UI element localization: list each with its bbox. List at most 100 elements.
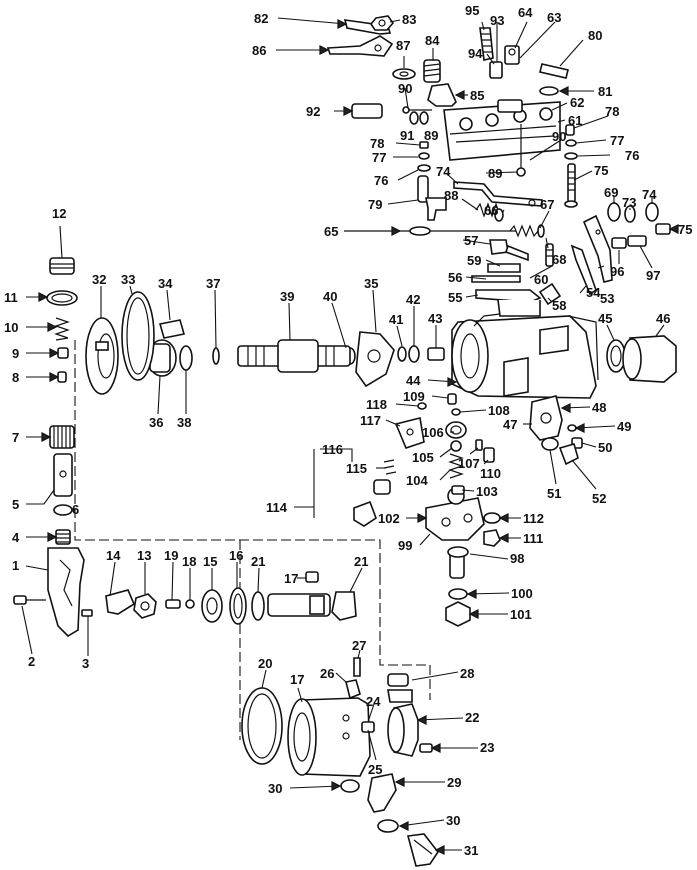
screw-23 bbox=[419, 743, 433, 753]
ball-18 bbox=[185, 599, 195, 609]
callout-18: 18 bbox=[182, 554, 196, 569]
valve-114 bbox=[353, 479, 391, 527]
spring-104 bbox=[448, 453, 464, 479]
end-plate-32 bbox=[85, 317, 119, 395]
callout-97: 97 bbox=[646, 268, 660, 283]
callout-118: 118 bbox=[366, 397, 387, 412]
callout-78-left: 78 bbox=[370, 136, 384, 151]
seal-108 bbox=[451, 408, 461, 416]
callout-62: 62 bbox=[570, 95, 584, 110]
callout-96: 96 bbox=[610, 264, 624, 279]
callout-88: 88 bbox=[444, 188, 458, 203]
callout-21-left: 21 bbox=[251, 554, 265, 569]
plunger-98 bbox=[447, 546, 469, 579]
callout-35: 35 bbox=[364, 276, 378, 291]
callout-10: 10 bbox=[4, 320, 18, 335]
drive-shaft-39 bbox=[237, 339, 351, 373]
screw-26 bbox=[345, 679, 361, 700]
screw-27 bbox=[353, 657, 361, 677]
callout-40: 40 bbox=[323, 289, 337, 304]
washer-42 bbox=[408, 345, 420, 363]
seal-11 bbox=[46, 290, 78, 306]
screw-75-lower bbox=[655, 223, 671, 235]
callout-24: 24 bbox=[366, 694, 381, 709]
filter-7 bbox=[49, 425, 75, 449]
callout-79: 79 bbox=[368, 197, 382, 212]
callout-61: 61 bbox=[568, 113, 582, 128]
fitting-97 bbox=[627, 235, 647, 247]
callout-4: 4 bbox=[12, 530, 20, 545]
seal-6 bbox=[53, 504, 73, 516]
piston-22 bbox=[387, 703, 419, 757]
plug-52 bbox=[558, 443, 579, 466]
callout-94: 94 bbox=[468, 46, 483, 61]
nut-96 bbox=[611, 237, 627, 249]
callout-41: 41 bbox=[389, 312, 403, 327]
callout-111: 111 bbox=[523, 531, 543, 546]
callout-92: 92 bbox=[306, 104, 320, 119]
advance-housing-17 bbox=[287, 697, 371, 777]
seal-100 bbox=[448, 588, 468, 600]
pin-92 bbox=[351, 103, 383, 119]
ring-51 bbox=[541, 437, 559, 451]
cap-101 bbox=[445, 601, 471, 627]
callout-58: 58 bbox=[552, 298, 566, 313]
washers-77-76-right bbox=[564, 139, 578, 160]
nut-94 bbox=[489, 61, 503, 79]
callout-69: 69 bbox=[604, 185, 618, 200]
washer-81 bbox=[539, 86, 559, 96]
callout-67: 67 bbox=[540, 197, 554, 212]
callout-91: 91 bbox=[400, 128, 414, 143]
pin-107 bbox=[475, 439, 483, 451]
callout-100: 100 bbox=[511, 586, 533, 601]
callout-63: 63 bbox=[547, 10, 561, 25]
spring-115 bbox=[383, 459, 397, 475]
callout-103: 103 bbox=[476, 484, 498, 499]
callout-15: 15 bbox=[203, 554, 217, 569]
callout-48: 48 bbox=[592, 400, 606, 415]
callout-85: 85 bbox=[470, 88, 484, 103]
callout-8: 8 bbox=[12, 370, 19, 385]
hex-nut-13 bbox=[133, 593, 157, 619]
bushing-66 bbox=[494, 208, 504, 222]
callout-29: 29 bbox=[447, 775, 461, 790]
callout-105: 105 bbox=[412, 450, 434, 465]
callout-51: 51 bbox=[547, 486, 561, 501]
nut-41 bbox=[397, 346, 407, 362]
callout-84: 84 bbox=[425, 33, 440, 48]
screw-95 bbox=[479, 27, 494, 61]
callout-74-right: 74 bbox=[642, 187, 657, 202]
bolt-31 bbox=[406, 833, 439, 867]
cap-58 bbox=[538, 282, 562, 306]
callout-16: 16 bbox=[229, 548, 243, 563]
callout-93: 93 bbox=[490, 13, 504, 28]
callout-56: 56 bbox=[448, 270, 462, 285]
screw-19 bbox=[165, 599, 181, 609]
callout-47: 47 bbox=[503, 417, 517, 432]
nut-111 bbox=[483, 529, 501, 547]
callout-108: 108 bbox=[488, 403, 510, 418]
callout-6: 6 bbox=[72, 502, 79, 517]
key-34 bbox=[158, 319, 186, 339]
cap-85 bbox=[427, 83, 457, 107]
callout-65: 65 bbox=[324, 224, 338, 239]
rod-65 bbox=[344, 226, 516, 236]
callout-81: 81 bbox=[598, 84, 612, 99]
ring-16 bbox=[229, 587, 247, 625]
callout-110: 110 bbox=[480, 466, 501, 481]
key-28 bbox=[387, 673, 413, 703]
spring-10 bbox=[54, 317, 70, 341]
callout-36: 36 bbox=[149, 415, 163, 430]
callout-54: 54 bbox=[586, 285, 601, 300]
callout-76-right: 76 bbox=[625, 148, 639, 163]
cam-14 bbox=[105, 589, 136, 615]
callout-75-lower: 75 bbox=[678, 222, 692, 237]
callout-13: 13 bbox=[137, 548, 151, 563]
callout-77-left: 77 bbox=[372, 150, 386, 165]
callout-17-lower: 17 bbox=[290, 672, 304, 687]
valve-body-48 bbox=[529, 395, 563, 441]
callout-82: 82 bbox=[254, 11, 268, 26]
callout-5: 5 bbox=[12, 497, 19, 512]
lever-29 bbox=[367, 773, 397, 813]
callout-9: 9 bbox=[12, 346, 19, 361]
